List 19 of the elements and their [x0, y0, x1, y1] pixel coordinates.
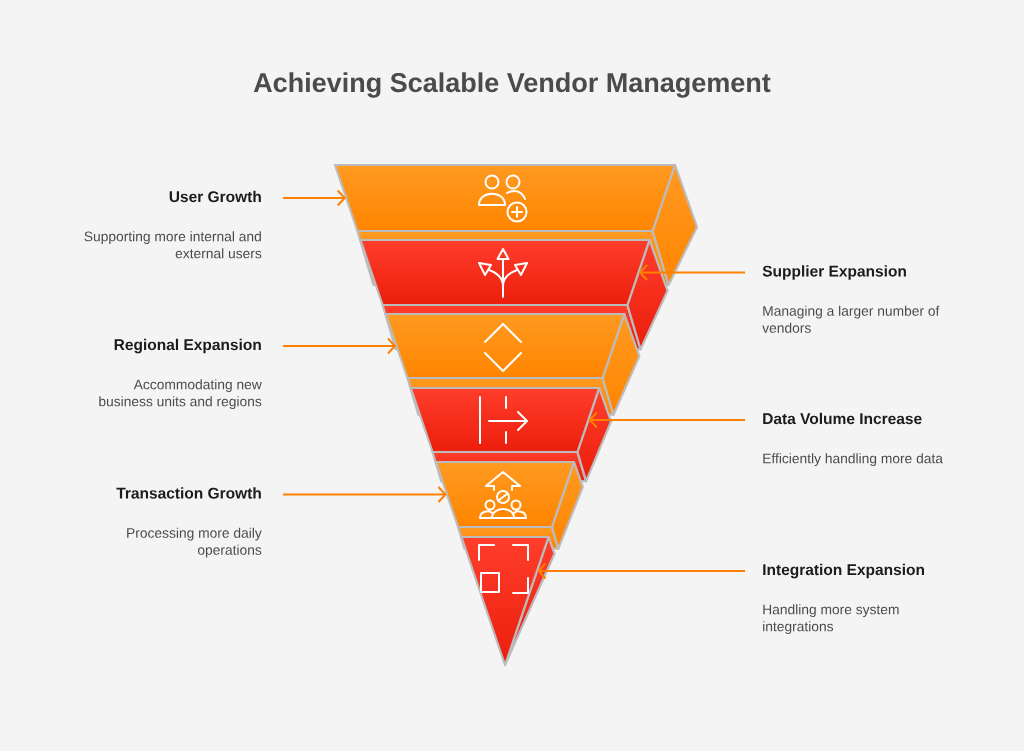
title: Achieving Scalable Vendor Management [253, 72, 771, 98]
heading: Regional Expansion [114, 338, 261, 354]
description: Processing more daily operations [127, 527, 262, 558]
heading: Integration Expansion [763, 563, 924, 579]
heading: User Growth [169, 190, 261, 203]
arrow [638, 264, 746, 281]
arrow [282, 486, 447, 503]
description: Managing a larger number of vendors [762, 305, 940, 333]
description: Accommodating new business units and regions [99, 379, 262, 410]
arrow [282, 337, 397, 355]
arrow [537, 562, 746, 580]
description: Supporting more internal and external users [84, 231, 262, 259]
description: Handling more system integrations [763, 604, 899, 635]
heading: Supplier Expansion [762, 265, 906, 280]
description: Efficiently handling more data [763, 453, 943, 467]
arrow [282, 189, 347, 207]
heading: Data Volume Increase [763, 412, 922, 425]
heading: Transaction Growth [116, 487, 261, 499]
arrow [588, 411, 746, 429]
